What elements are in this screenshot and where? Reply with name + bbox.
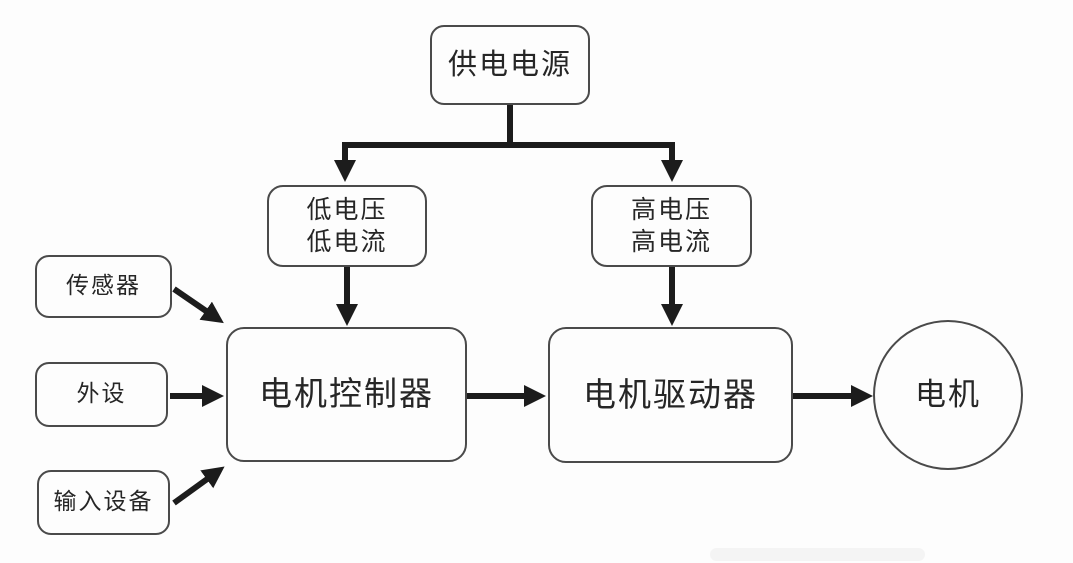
node-sensor-label: 传感器 bbox=[66, 272, 141, 299]
node-motor-driver: 电机驱动器 bbox=[548, 327, 793, 463]
arrow-input-device-to-controller bbox=[172, 466, 225, 506]
node-power-supply-label: 供电电源 bbox=[447, 47, 572, 82]
node-low-voltage-line2: 低电流 bbox=[306, 227, 388, 256]
node-high-voltage-line1: 高电压 bbox=[630, 194, 712, 224]
arrow-sensor-to-controller bbox=[172, 286, 224, 324]
node-high-voltage-line2: 高电流 bbox=[630, 227, 712, 256]
node-motor-label: 电机 bbox=[915, 376, 981, 413]
node-motor: 电机 bbox=[873, 320, 1023, 470]
node-low-voltage: 低电压 低电流 bbox=[267, 185, 427, 267]
node-input-device: 输入设备 bbox=[37, 470, 170, 535]
node-input-device-label: 输入设备 bbox=[53, 488, 154, 515]
node-high-voltage: 高电压 高电流 bbox=[591, 185, 752, 267]
node-power-supply: 供电电源 bbox=[430, 25, 590, 105]
node-motor-driver-label: 电机驱动器 bbox=[583, 374, 758, 414]
node-peripheral: 外设 bbox=[35, 362, 168, 427]
node-low-voltage-line1: 低电压 bbox=[306, 194, 388, 224]
node-peripheral-label: 外设 bbox=[76, 380, 127, 407]
node-motor-controller: 电机控制器 bbox=[226, 327, 467, 462]
bottom-watermark-smudge bbox=[710, 548, 925, 561]
node-sensor: 传感器 bbox=[35, 255, 172, 318]
node-motor-controller-label: 电机控制器 bbox=[259, 374, 434, 414]
